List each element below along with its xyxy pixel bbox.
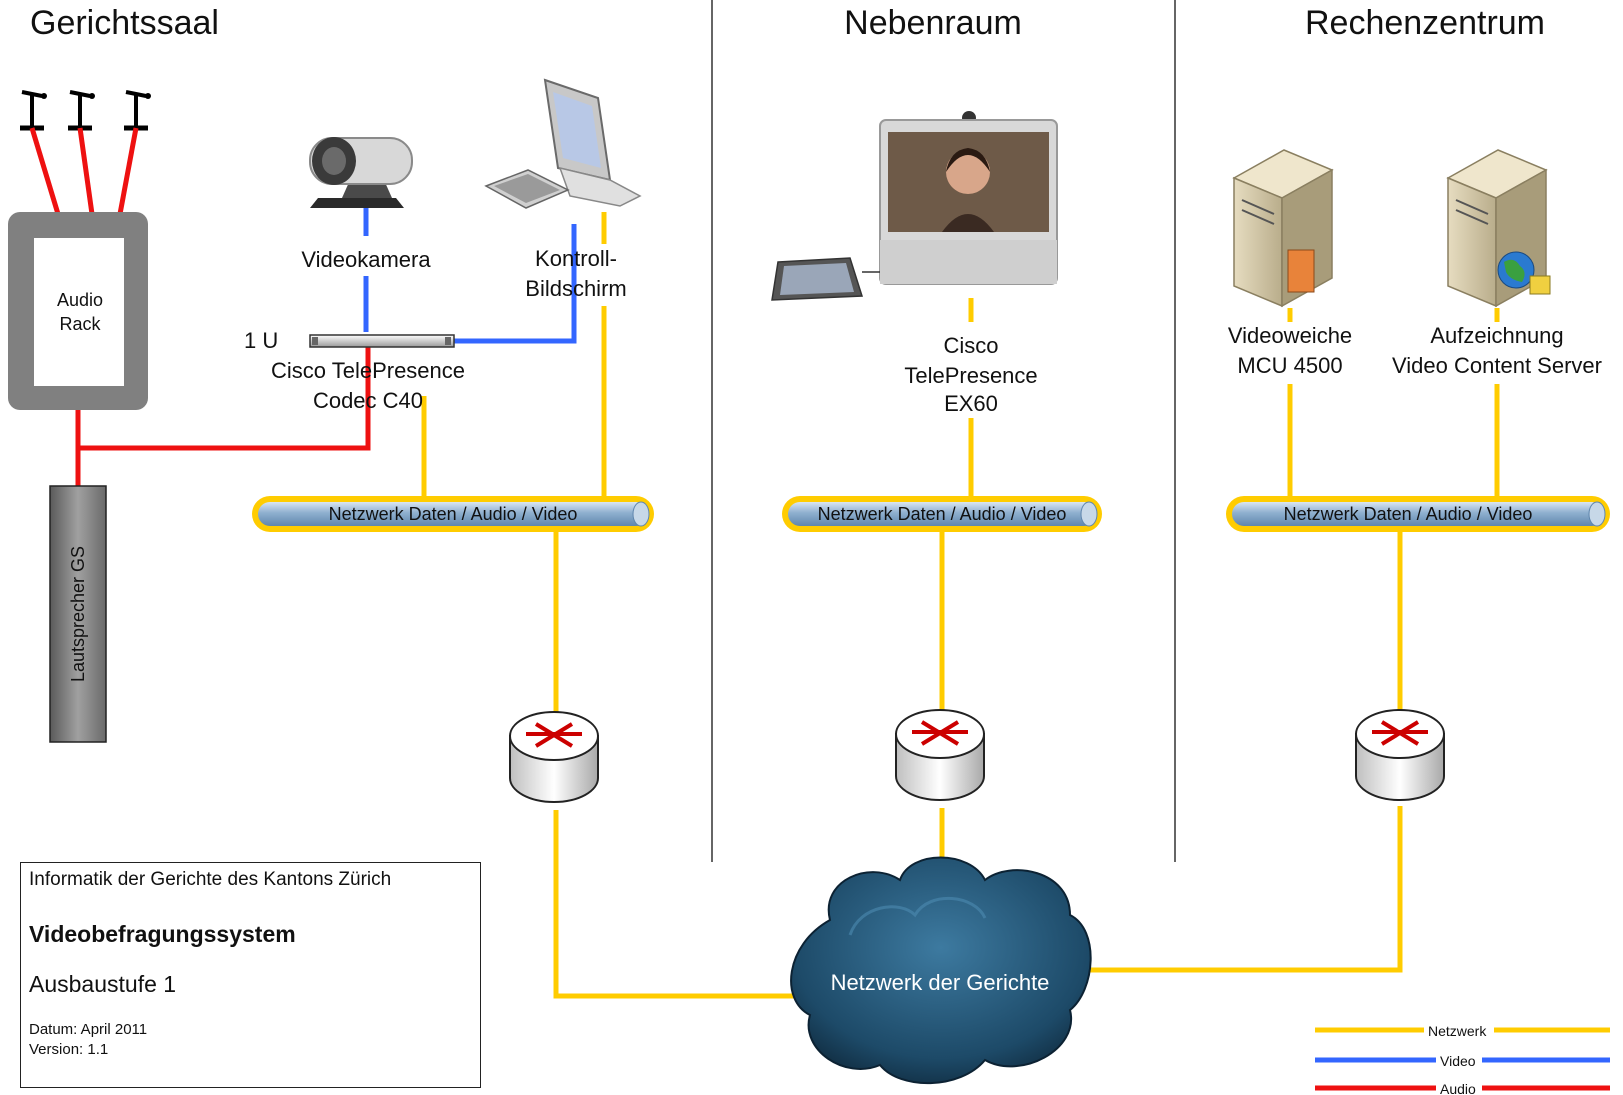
audio-rack-label: Audio xyxy=(57,290,103,310)
touch-panel-icon xyxy=(771,257,880,301)
codec-label: Cisco TelePresence xyxy=(271,358,465,383)
codec-c40 xyxy=(309,334,455,348)
router-icon xyxy=(895,709,985,801)
legend-video-label: Video xyxy=(1440,1053,1476,1069)
network-cloud-label: Netzwerk der Gerichte xyxy=(831,970,1050,995)
network-pipe xyxy=(782,496,1102,532)
mcu-label: MCU 4500 xyxy=(1237,353,1342,378)
router-icon xyxy=(509,711,599,803)
section-title-rechenzentrum: Rechenzentrum xyxy=(1305,4,1545,42)
ex60-label: TelePresence xyxy=(904,363,1037,388)
info-version: Version: 1.1 xyxy=(29,1041,109,1058)
info-system-name: Videobefragungssystem xyxy=(29,921,296,947)
legend-audio-label: Audio xyxy=(1440,1081,1476,1095)
mcu-label: Videoweiche xyxy=(1228,323,1352,348)
mcu-server-icon xyxy=(1232,149,1334,308)
network-pipe-label: Netzwerk Daten / Audio / Video xyxy=(329,504,578,524)
audio-rack xyxy=(8,212,148,410)
content-server-label: Video Content Server xyxy=(1392,353,1602,378)
ex60-label: Cisco xyxy=(943,333,998,358)
videocamera-label: Videokamera xyxy=(301,247,431,272)
microphone-icon xyxy=(68,90,95,131)
videocamera-icon xyxy=(309,137,413,208)
codec-label: Codec C40 xyxy=(313,388,423,413)
video-connection xyxy=(363,206,577,344)
network-pipe-label: Netzwerk Daten / Audio / Video xyxy=(1284,504,1533,524)
audio-rack-label: Rack xyxy=(59,314,101,334)
section-title-gerichtssaal: Gerichtssaal xyxy=(30,4,219,42)
speaker-label: Lautsprecher GS xyxy=(68,546,88,682)
router-icon xyxy=(1355,709,1445,801)
content-server-label: Aufzeichnung xyxy=(1430,323,1563,348)
network-cloud xyxy=(790,856,1092,1085)
audio-connection xyxy=(29,127,139,215)
legend: Netzwerk Video Audio xyxy=(1315,1021,1610,1095)
info-organization: Informatik der Gerichte des Kantons Züri… xyxy=(29,869,392,890)
ex60-label: EX60 xyxy=(944,391,998,416)
network-connection xyxy=(421,212,810,999)
microphone-icon xyxy=(20,90,47,131)
content-server-icon xyxy=(1446,149,1551,308)
network-connection xyxy=(1080,308,1500,973)
legend-network-label: Netzwerk xyxy=(1428,1023,1487,1039)
audio-connection xyxy=(75,340,371,488)
control-monitor-label: Kontroll- xyxy=(535,246,617,271)
microphone-icon xyxy=(124,90,151,131)
info-date: Datum: April 2011 xyxy=(29,1021,148,1038)
control-monitor-label: Bildschirm xyxy=(525,276,626,301)
info-box: Informatik der Gerichte des Kantons Züri… xyxy=(20,862,481,1088)
ex60-device xyxy=(879,111,1058,285)
speaker xyxy=(49,485,107,743)
network-pipe xyxy=(252,496,654,532)
network-pipe xyxy=(1226,496,1610,532)
network-pipe-label: Netzwerk Daten / Audio / Video xyxy=(818,504,1067,524)
codec-c40 xyxy=(445,337,451,345)
codec-c40 xyxy=(312,337,318,345)
section-title-nebenraum: Nebenraum xyxy=(844,4,1022,42)
codec-rack-unit: 1 U xyxy=(244,328,278,353)
control-monitor-icon xyxy=(484,78,642,209)
info-stage: Ausbaustufe 1 xyxy=(29,971,177,997)
network-connection xyxy=(939,298,974,884)
